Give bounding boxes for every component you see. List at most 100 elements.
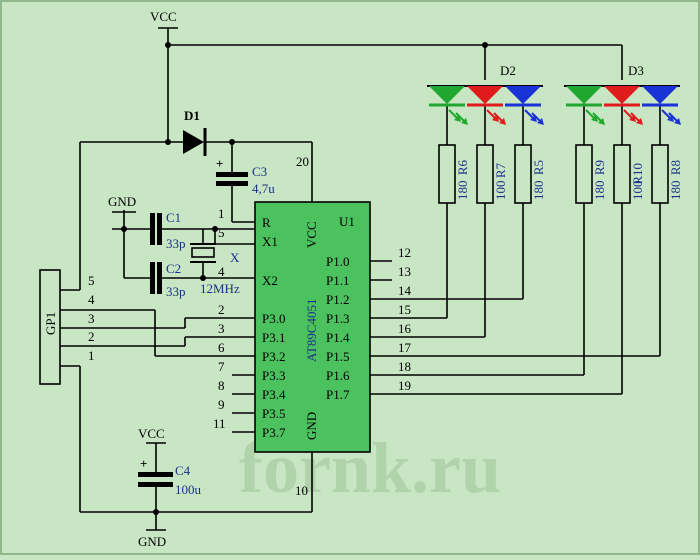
d2-label: D2	[500, 63, 516, 78]
chip-pin-label: P1.2	[326, 292, 349, 307]
gp1-pin-3: 3	[88, 311, 95, 326]
chip-gnd-pin: 10	[295, 483, 308, 498]
chip-ref: U1	[339, 214, 355, 229]
chip-pin-number: 16	[398, 321, 412, 336]
crystal-value: 12MHz	[200, 281, 240, 296]
junction-dot	[212, 226, 218, 232]
junction-dot	[200, 275, 206, 281]
led	[427, 85, 468, 125]
chip-pin-label: P1.0	[326, 254, 349, 269]
chip-pin-number: 6	[218, 340, 225, 355]
chip-pin-number: 4	[218, 264, 225, 279]
vcc-c4-label: VCC	[138, 426, 165, 441]
led	[465, 85, 506, 125]
capacitor-c2: C2 33p	[150, 261, 186, 299]
resistor-value: 100	[630, 181, 645, 201]
resistor-value: 180	[531, 181, 546, 201]
chip-part: AT89C4051	[304, 298, 319, 362]
chip-pin-number: 19	[398, 378, 411, 393]
led	[503, 85, 544, 125]
led	[640, 85, 681, 125]
chip-pin-number: 5	[218, 225, 225, 240]
chip-pin-label: X2	[262, 273, 278, 288]
resistor-value: 100	[493, 181, 508, 201]
junction-dot	[482, 42, 488, 48]
chip-gnd-label: GND	[304, 412, 319, 440]
diode-d1: D1	[183, 108, 207, 156]
chip-pin-number: 2	[218, 302, 225, 317]
d3-label: D3	[628, 63, 644, 78]
chip-pin-label: P1.6	[326, 368, 350, 383]
capacitor-c1: C1 33p	[150, 210, 186, 251]
c2-value: 33p	[166, 284, 186, 299]
chip-pin-number: 17	[398, 340, 412, 355]
chip-pin-label: P3.0	[262, 311, 285, 326]
led	[602, 85, 643, 125]
gp1-pin-5: 5	[88, 273, 95, 288]
chip-pin-number: 15	[398, 302, 411, 317]
chip-vcc-label: VCC	[304, 221, 319, 248]
gnd-bottom-label: GND	[138, 534, 166, 549]
capacitor-c4: + C4 100u	[138, 456, 202, 497]
chip-pin-number: 9	[218, 397, 225, 412]
resistor-value: 180	[455, 181, 470, 201]
chip-right-pins: 12P1.013P1.114P1.215P1.316P1.417P1.518P1…	[326, 245, 412, 402]
chip-pin-number: 3	[218, 321, 225, 336]
led	[564, 85, 605, 125]
chip-pin-label: P1.1	[326, 273, 349, 288]
gp1-pin-1: 1	[88, 348, 95, 363]
resistor-value: 180	[668, 181, 683, 201]
resistor-ref: R7	[493, 163, 508, 179]
chip-pin-label: P1.5	[326, 349, 349, 364]
crystal-ref: X	[230, 250, 240, 265]
vcc-top-label: VCC	[150, 9, 177, 24]
chip-pin-label: P1.7	[326, 387, 350, 402]
chip-pin-number: 13	[398, 264, 411, 279]
chip-vcc-pin: 20	[296, 154, 309, 169]
chip-left-pins: 1R5X14X22P3.03P3.16P3.27P3.38P3.49P3.511…	[213, 206, 286, 440]
chip-pin-label: X1	[262, 234, 278, 249]
chip-pin-number: 18	[398, 359, 411, 374]
junction-dot	[165, 42, 171, 48]
chip-pin-label: P3.4	[262, 387, 286, 402]
resistor-value: 180	[592, 181, 607, 201]
gnd-crystal-label: GND	[108, 194, 136, 209]
svg-text:+: +	[216, 156, 223, 171]
gp1-pin-2: 2	[88, 329, 95, 344]
chip-pin-label: P1.4	[326, 330, 350, 345]
c1-ref: C1	[166, 210, 181, 225]
resistor-ref: R9	[592, 160, 607, 175]
c1-value: 33p	[166, 236, 186, 251]
capacitor-c3: + C3 4,7u	[216, 156, 275, 196]
c4-ref: C4	[175, 463, 191, 478]
gp1-label: GP1	[43, 312, 58, 335]
chip-pin-label: P3.5	[262, 406, 285, 421]
resistor-ref: R6	[455, 160, 470, 176]
resistor-ref: R10	[630, 163, 645, 185]
c3-value: 4,7u	[252, 181, 275, 196]
c4-value: 100u	[175, 482, 202, 497]
svg-text:+: +	[140, 456, 147, 471]
junction-dot	[229, 139, 235, 145]
chip-u1: U1 VCC GND AT89C4051 20 10	[254, 154, 371, 498]
chip-pin-number: 14	[398, 283, 412, 298]
chip-pin-number: 12	[398, 245, 411, 260]
chip-pin-number: 1	[218, 206, 225, 221]
chip-pin-label: R	[262, 215, 271, 230]
resistor-ref: R5	[531, 160, 546, 175]
chip-pin-label: P3.7	[262, 425, 286, 440]
connector-gp1: GP1 5 4 3 2 1	[39, 269, 95, 385]
led-groups	[427, 85, 681, 125]
chip-pin-number: 8	[218, 378, 225, 393]
junction-dot	[165, 139, 171, 145]
chip-pin-label: P3.2	[262, 349, 285, 364]
chip-pin-number: 7	[218, 359, 225, 374]
